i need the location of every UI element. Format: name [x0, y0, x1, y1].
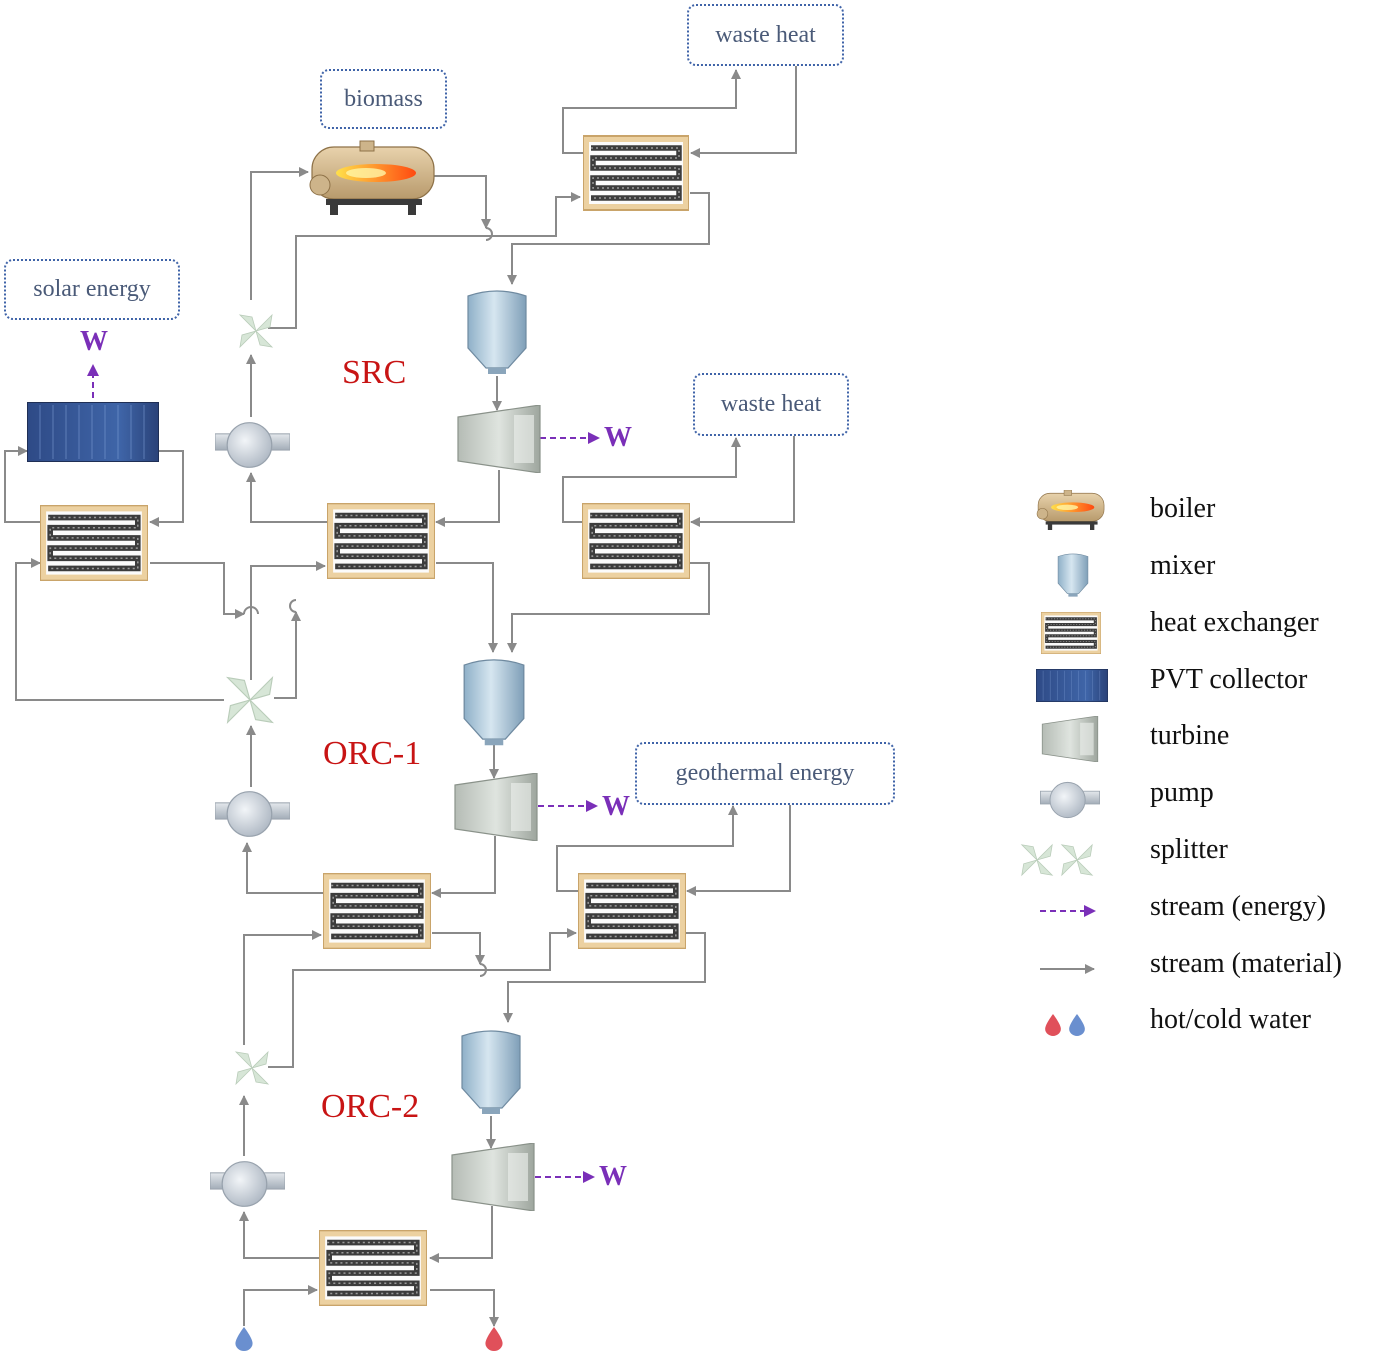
stream-orc1-cond-to-pump — [242, 842, 324, 894]
pump-src — [215, 422, 290, 468]
stream-src-splitter-to-boiler — [250, 167, 309, 300]
source-solar-energy-label: solar energy — [33, 276, 151, 302]
stream-orc1-hop — [289, 599, 297, 613]
stream-boiler-hop — [485, 227, 493, 241]
stream-mid-hx-to-waste-heat — [562, 437, 741, 523]
stream-src-turbine-to-cond — [435, 470, 500, 527]
legend-boiler-icon — [1036, 490, 1105, 530]
stream-src-cond-to-pump — [246, 472, 328, 523]
stream-src-splitter-to-upper-hx — [268, 192, 581, 329]
legend-stream-material-label: stream (material) — [1150, 948, 1343, 979]
legend-pvt-label: PVT collector — [1150, 664, 1308, 695]
splitter-orc1 — [227, 677, 273, 723]
pump-orc2 — [210, 1161, 285, 1207]
stream-geothermal-to-geo-hx — [686, 805, 791, 896]
work-label-src: W — [604, 422, 632, 453]
stream-mid-hx-to-orc1-mixer — [507, 562, 710, 653]
mixer-orc1 — [463, 659, 525, 746]
cycle-label-src: SRC — [342, 354, 407, 391]
material-streams — [4, 66, 797, 1327]
turbine-orc1 — [454, 773, 538, 841]
stream-cold-water-in — [243, 1285, 318, 1326]
legend-splitter-icon-2 — [1061, 844, 1093, 876]
mixer-orc2 — [461, 1030, 521, 1115]
stream-boiler-to-src-mixer — [434, 175, 491, 229]
legend-heat-exchanger-label: heat exchanger — [1150, 607, 1319, 638]
source-solar-energy: solar energy — [4, 259, 180, 320]
source-waste-heat-top-label: waste heat — [715, 21, 816, 48]
stream-orc1-splitter-to-pvt-hx — [15, 558, 224, 701]
legend-mixer-icon — [1057, 553, 1089, 597]
stream-orc1-turbine-to-cond — [431, 836, 496, 898]
legend-turbine-label: turbine — [1150, 720, 1230, 751]
splitter-src — [239, 314, 273, 348]
legend-hot-drop-icon — [1045, 1014, 1061, 1036]
stream-upper-hx-to-src-mixer — [507, 192, 710, 285]
stream-geo-hx-to-geothermal — [556, 805, 738, 892]
stream-orc2-splitter-to-geo-hx — [268, 928, 577, 1068]
stream-orc2-cond-to-pump — [239, 1211, 320, 1259]
work-label-pvt: W — [80, 326, 108, 357]
stream-orc2-turbine-to-cond — [429, 1206, 493, 1263]
stream-pvt-hop — [243, 606, 259, 615]
legend-pump-icon — [1040, 781, 1100, 819]
heat-exchanger-src-wasteheat — [583, 136, 689, 210]
stream-pvt-hx-to-pvt — [4, 446, 40, 523]
turbine-src — [457, 405, 541, 473]
heat-exchanger-geothermal — [578, 873, 686, 948]
legend-splitter-label: splitter — [1150, 834, 1228, 865]
legend-pvt-icon — [1036, 669, 1108, 702]
stream-orc1-cond-to-orc2-mixer — [432, 932, 485, 965]
legend-splitter-icon-1 — [1021, 844, 1053, 876]
stream-src-cond-to-orc1-mixer — [436, 562, 498, 653]
stream-pvt-hx-to-orc1-mixer — [150, 562, 245, 619]
splitter-orc2 — [235, 1051, 269, 1085]
stream-upper-hx-to-waste-heat — [562, 69, 741, 154]
legend-icons — [1021, 490, 1108, 1036]
stream-orc2-splitter-to-orc1-cond — [243, 930, 322, 1045]
source-geothermal-energy: geothermal energy — [635, 742, 895, 805]
stream-pvt-to-pvt-hx — [149, 450, 184, 527]
legend-turbine-icon — [1041, 716, 1099, 762]
cold-water-drop-icon — [235, 1327, 253, 1351]
work-label-orc2: W — [599, 1161, 627, 1192]
mixer-src — [467, 290, 527, 375]
source-biomass: biomass — [320, 69, 447, 129]
source-geothermal-energy-label: geothermal energy — [675, 760, 855, 786]
heat-exchanger-orc2-condenser — [319, 1230, 427, 1305]
source-waste-heat-mid-label: waste heat — [720, 391, 822, 417]
stream-orc1-splitter-to-src-cond — [250, 561, 326, 680]
source-waste-heat-top: waste heat — [687, 4, 844, 66]
boiler-icon — [309, 140, 435, 216]
stream-orc1-splitter-to-mid-hx — [274, 611, 301, 699]
heat-exchanger-pvt — [40, 505, 148, 580]
stream-waste-heat-to-mid-hx — [690, 436, 795, 527]
stream-waste-heat-to-upper-hx — [690, 66, 797, 158]
legend-mixer-label: mixer — [1150, 550, 1216, 581]
legend-cold-drop-icon — [1069, 1014, 1085, 1036]
cycle-label-orc1: ORC-1 — [323, 735, 422, 772]
legend-heat-exchanger-icon — [1041, 612, 1101, 654]
stream-hot-water-out — [430, 1289, 499, 1327]
heat-exchanger-orc1-wasteheat — [582, 503, 690, 578]
work-label-orc1: W — [602, 791, 630, 822]
legend-boiler-label: boiler — [1150, 493, 1216, 524]
pvt-collector-icon — [27, 402, 159, 462]
stream-geo-hx-to-orc2-mixer — [503, 932, 706, 1023]
heat-exchanger-orc1-condenser — [323, 873, 431, 948]
heat-exchanger-src-condenser — [327, 503, 435, 578]
legend-pump-label: pump — [1150, 777, 1214, 808]
source-biomass-label: biomass — [344, 85, 423, 112]
hot-water-drop-icon — [485, 1327, 503, 1351]
turbine-orc2 — [451, 1143, 535, 1211]
legend-stream-energy-label: stream (energy) — [1150, 891, 1326, 922]
legend-hot-cold-water-label: hot/cold water — [1150, 1004, 1311, 1035]
source-waste-heat-mid: waste heat — [693, 373, 849, 436]
energy-streams — [87, 364, 600, 1183]
stream-orc2-hop — [479, 963, 487, 977]
cycle-label-orc2: ORC-2 — [321, 1088, 420, 1125]
pump-orc1 — [215, 791, 290, 837]
